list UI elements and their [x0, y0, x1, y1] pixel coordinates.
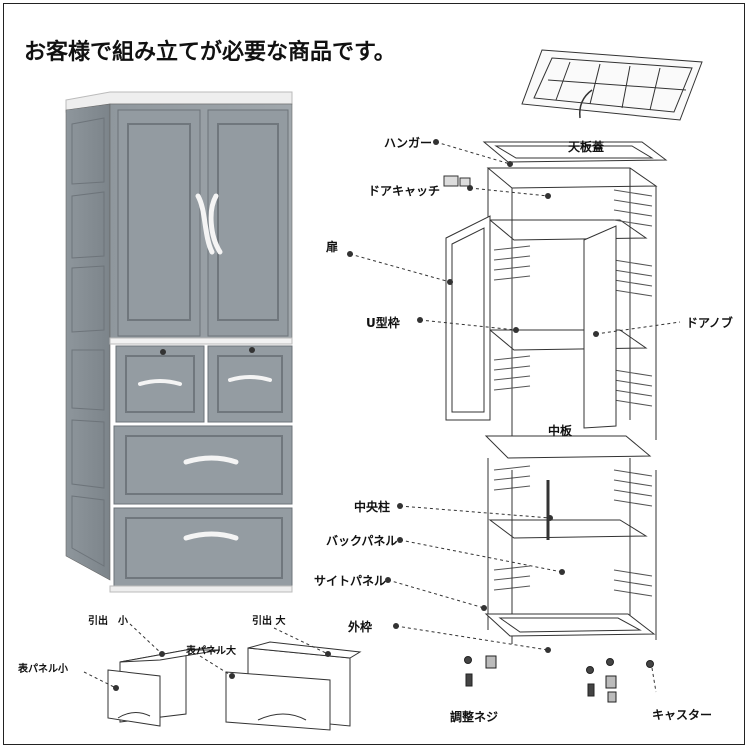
label-door-knob: ドアノブ: [686, 316, 733, 330]
label-door: 扉: [326, 240, 339, 254]
caster: [485, 655, 497, 669]
right-door-handle: [208, 193, 223, 255]
cabinet-side: [65, 103, 111, 581]
large-drawer-front-panel: [225, 671, 331, 731]
large-drawer-upper: [113, 425, 293, 505]
label-drawer-small: 引出 小: [88, 616, 128, 627]
part-top-board: [482, 141, 668, 163]
label-drawer-large: 引出 大: [252, 616, 286, 627]
label-hanger: ハンガー: [384, 136, 433, 150]
left-door-handle: [195, 193, 215, 255]
label-door-catch: ドアキャッチ: [368, 184, 441, 198]
label-center-pillar: 中央柱: [354, 500, 391, 514]
small-drawer-left: [115, 345, 205, 423]
part-door: [445, 215, 491, 421]
cabinet-side-panels: [71, 117, 105, 567]
leader-lines: [349, 141, 681, 693]
screw-marker: [464, 656, 472, 664]
leader-dots: [347, 139, 599, 653]
part-side-panel-slats: [493, 189, 653, 597]
part-u-frame: [583, 225, 617, 429]
small-drawer-right: [207, 345, 293, 423]
large-drawer-lower: [113, 507, 293, 589]
small-drawer-front-panel: [107, 669, 161, 727]
label-middle-board: 中板: [548, 424, 573, 438]
left-door: [117, 109, 201, 337]
adjust-screw: [465, 673, 473, 687]
right-door: [207, 109, 289, 337]
door-catch-part: [443, 175, 471, 187]
label-front-panel-large: 表パネル大: [186, 646, 236, 657]
label-outer-frame: 外枠: [348, 620, 373, 634]
image-frame: [3, 3, 745, 745]
label-u-frame: U型枠: [366, 316, 400, 330]
part-middle-board: [484, 435, 652, 459]
label-top-cover: 天板蓋: [568, 140, 605, 154]
part-lower-tier: [487, 458, 657, 644]
casters-and-screws: [464, 655, 654, 703]
label-back-panel: バックパネル: [326, 534, 398, 548]
heading: お客様で組み立てが必要な商品です。: [24, 40, 396, 65]
label-side-panel: サイトパネル: [314, 574, 387, 588]
label-caster: キャスター: [652, 708, 713, 722]
label-adjust-screw: 調整ネジ: [450, 710, 499, 724]
label-front-panel-small: 表パネル小: [18, 664, 68, 675]
